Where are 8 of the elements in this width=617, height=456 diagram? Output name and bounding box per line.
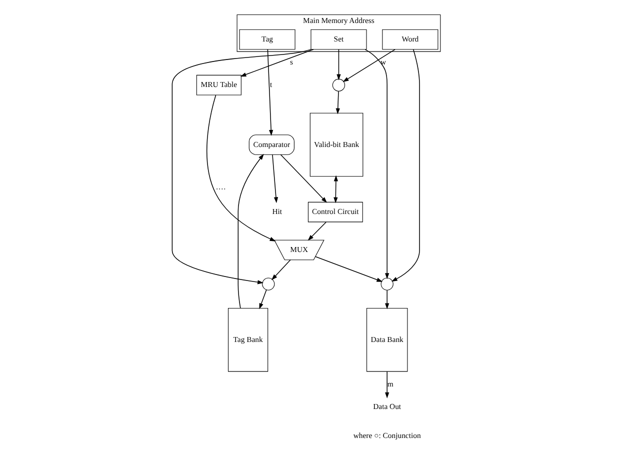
edge-label: s	[290, 57, 293, 66]
node-text: Hit	[272, 207, 282, 216]
label: where ○: Conjunction	[353, 430, 421, 440]
edge-label: ····	[216, 184, 226, 194]
edge-label: t	[270, 80, 272, 90]
edge-label: m	[387, 379, 394, 388]
node-text: Data Out	[373, 402, 402, 412]
edge-label: w	[380, 57, 386, 66]
